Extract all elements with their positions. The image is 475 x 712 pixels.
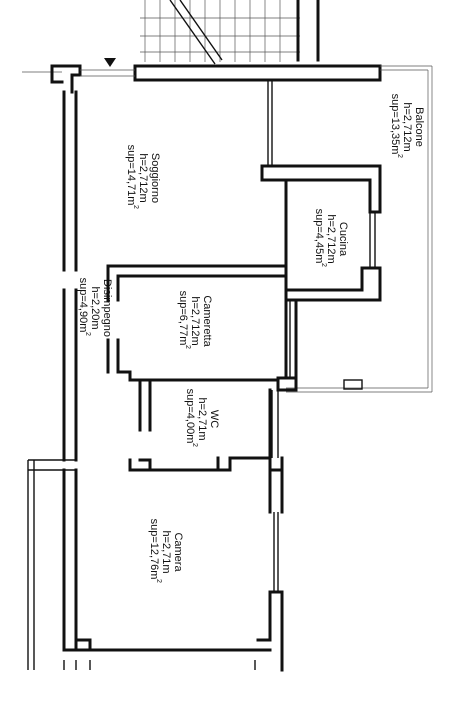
walls-outer — [27, 64, 382, 672]
room-wc-area: sup=4,00m — [184, 389, 196, 444]
room-soggiorno-area-exp: 2 — [132, 205, 139, 209]
room-balcone-area: sup=13,35m — [389, 94, 401, 155]
room-balcone: Balcone h=2,712m sup=13,35m 2 — [389, 94, 425, 158]
room-balcone-area-exp: 2 — [396, 154, 403, 158]
room-camera-area: sup=12,76m — [148, 519, 160, 580]
room-disimpegno-area: sup=4,90m — [77, 278, 89, 333]
room-disimpegno-name: Disimpegno — [101, 279, 113, 337]
room-cameretta-area-exp: 2 — [184, 345, 191, 349]
room-soggiorno-area: sup=14,71m — [125, 145, 137, 206]
room-camera-height: h=2,71m — [160, 530, 172, 573]
room-disimpegno-height: h=2,20m — [89, 286, 101, 329]
walls-wc — [128, 378, 284, 472]
room-cucina-area: sup=4,45m — [313, 209, 325, 264]
room-wc-name: WC — [208, 410, 220, 428]
room-soggiorno: Soggiorno h=2,712m sup=14,71m 2 — [125, 145, 161, 209]
room-cameretta-area: sup=6,77m — [177, 291, 189, 346]
room-wc: WC h=2,71m sup=4,00m 2 — [184, 389, 220, 447]
stair-hatch — [140, 0, 320, 65]
room-camera: Camera h=2,71m sup=12,76m 2 — [148, 519, 184, 583]
walls-cameretta — [106, 264, 288, 382]
room-cucina: Cucina h=2,712m sup=4,45m 2 — [313, 209, 349, 267]
room-camera-area-exp: 2 — [155, 579, 162, 583]
entrance-arrow-icon — [104, 58, 116, 67]
room-cucina-name: Cucina — [337, 222, 349, 257]
room-cameretta-name: Cameretta — [201, 295, 213, 347]
room-cameretta-height: h=2,712m — [189, 296, 201, 345]
room-cucina-height: h=2,712m — [325, 214, 337, 263]
room-disimpegno-area-exp: 2 — [84, 332, 91, 336]
room-disimpegno: Disimpegno h=2,20m sup=4,90m 2 — [77, 278, 113, 337]
room-soggiorno-name: Soggiorno — [149, 153, 161, 203]
room-camera-name: Camera — [172, 532, 184, 572]
room-balcone-name: Balcone — [413, 107, 425, 147]
room-wc-height: h=2,71m — [196, 397, 208, 440]
room-wc-area-exp: 2 — [191, 443, 198, 447]
room-soggiorno-height: h=2,712m — [137, 153, 149, 202]
room-cucina-area-exp: 2 — [320, 263, 327, 267]
balcony-outline — [286, 65, 433, 393]
room-cameretta: Cameretta h=2,712m sup=6,77m 2 — [177, 291, 213, 349]
walls-kitchen — [260, 80, 382, 392]
room-balcone-height: h=2,712m — [401, 102, 413, 151]
